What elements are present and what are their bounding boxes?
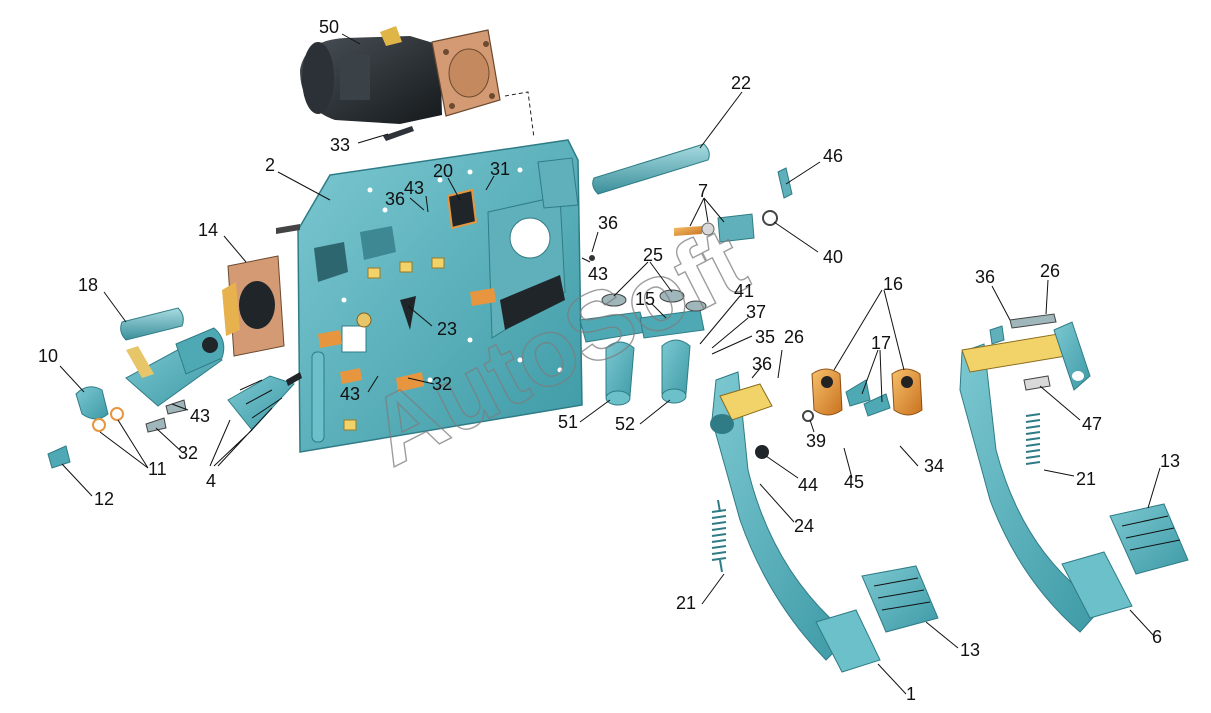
- callout-43: 43: [588, 264, 608, 284]
- callout-13: 13: [960, 640, 980, 660]
- pedal-bushing-part: [605, 339, 691, 406]
- alignment-dashed-line: [504, 91, 535, 139]
- callout-18: 18: [78, 275, 98, 295]
- master-cylinder-booster-part: [300, 26, 501, 124]
- callout-15: 15: [635, 289, 655, 309]
- callout-37: 37: [746, 302, 766, 322]
- callout-46: 46: [823, 146, 843, 166]
- callout-14: 14: [198, 220, 218, 240]
- return-spring-part: [711, 499, 727, 573]
- callout-47: 47: [1082, 414, 1102, 434]
- callout-31: 31: [490, 159, 510, 179]
- short-pin-part: [120, 307, 184, 341]
- callout-35: 35: [755, 327, 775, 347]
- pedal-axle-rod: [592, 143, 710, 195]
- callout-4: 4: [206, 471, 216, 491]
- cotter-pin-part: [777, 167, 793, 199]
- callout-24: 24: [794, 516, 814, 536]
- callout-7: 7: [698, 181, 708, 201]
- callout-50: 50: [319, 17, 339, 37]
- callout-16: 16: [883, 274, 903, 294]
- callout-1: 1: [906, 684, 916, 704]
- callout-32: 32: [178, 443, 198, 463]
- rubber-boot-part: [227, 372, 302, 431]
- callout-25: 25: [643, 245, 663, 265]
- callout-33: 33: [330, 135, 350, 155]
- callout-43: 43: [404, 178, 424, 198]
- callout-41: 41: [734, 281, 754, 301]
- gasket-part: [222, 255, 285, 357]
- callout-23: 23: [437, 319, 457, 339]
- callout-17: 17: [871, 333, 891, 353]
- callout-40: 40: [823, 247, 843, 267]
- return-spring-part: [1025, 413, 1041, 465]
- callout-10: 10: [38, 346, 58, 366]
- callout-6: 6: [1152, 627, 1162, 647]
- callout-26: 26: [1040, 261, 1060, 281]
- callout-32: 32: [432, 374, 452, 394]
- callout-12: 12: [94, 489, 114, 509]
- callout-2: 2: [265, 155, 275, 175]
- callout-34: 34: [924, 456, 944, 476]
- callout-22: 22: [731, 73, 751, 93]
- callout-39: 39: [806, 431, 826, 451]
- callout-26: 26: [784, 327, 804, 347]
- callout-11: 11: [148, 459, 167, 479]
- callout-36: 36: [385, 189, 405, 209]
- callout-43: 43: [190, 406, 210, 426]
- callout-43: 43: [340, 384, 360, 404]
- callout-21: 21: [676, 593, 696, 613]
- pedal-mounting-plate: [276, 139, 595, 453]
- callout-labels: 50 33 22 2 20 31 36 43 46 7 36 43 40 25 …: [38, 17, 1180, 704]
- callout-36: 36: [752, 354, 772, 374]
- bracket-bolt-assembly-part: [674, 210, 778, 243]
- callout-36: 36: [975, 267, 995, 287]
- pedal-cam-part: [802, 368, 923, 422]
- callout-36: 36: [598, 213, 618, 233]
- clutch-pedal-part: [710, 371, 939, 673]
- callout-20: 20: [433, 161, 453, 181]
- brake-pedal-part: [959, 313, 1189, 633]
- leader-lines: [59, 33, 1161, 695]
- callout-13: 13: [1160, 451, 1180, 471]
- callout-51: 51: [558, 412, 578, 432]
- callout-44: 44: [798, 475, 818, 495]
- callout-52: 52: [615, 414, 635, 434]
- clutch-master-cylinder-part: [47, 327, 225, 469]
- callout-45: 45: [844, 472, 864, 492]
- pedal-bracket-plates-part: [579, 289, 707, 343]
- callout-21: 21: [1076, 469, 1096, 489]
- bolt-part: [383, 126, 414, 141]
